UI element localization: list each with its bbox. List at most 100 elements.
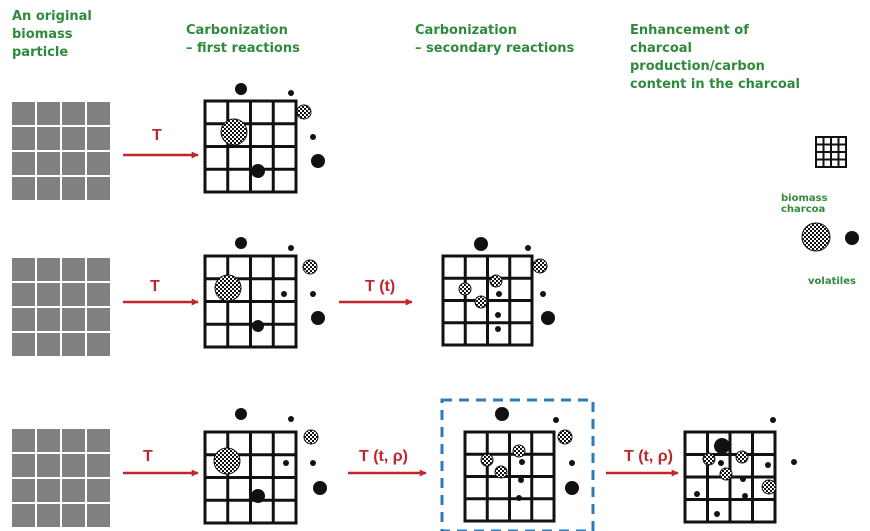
- volatile-dot: [770, 417, 776, 423]
- volatile-dot: [496, 291, 502, 297]
- volatile-checkered: [296, 104, 312, 120]
- volatile-dot: [541, 311, 555, 325]
- volatile-dot: [281, 291, 287, 297]
- header-enhancement: Enhancement of charcoal production/carbo…: [630, 23, 800, 92]
- legend-volatiles-label: volatiles: [808, 276, 856, 287]
- volatile-dot: [288, 416, 294, 422]
- volatile-dot: [474, 237, 488, 251]
- biomass-row1-cell: [37, 177, 60, 200]
- biomass-row1-cell: [12, 152, 35, 175]
- volatile-checkered: [761, 479, 777, 495]
- volatile-checkered: [213, 447, 241, 475]
- biomass-row1-cell: [62, 152, 85, 175]
- volatile-checkered: [557, 429, 573, 445]
- biomass-row2-cell: [37, 308, 60, 331]
- row2-a-label: T: [150, 278, 160, 295]
- volatile-dot: [288, 90, 294, 96]
- volatile-dot: [714, 438, 730, 454]
- volatile-dot: [718, 460, 724, 466]
- volatile-dot: [516, 495, 522, 501]
- volatile-checkered: [702, 452, 716, 466]
- volatile-dot: [714, 511, 720, 517]
- row1-a-label: T: [152, 127, 162, 144]
- volatile-dot: [740, 476, 746, 482]
- volatile-dot: [495, 326, 501, 332]
- row3-b-label: T (t, ρ): [359, 448, 408, 465]
- row2-b-label: T (t): [365, 278, 395, 295]
- biomass-row2-cell: [12, 283, 35, 306]
- biomass-row3-cell: [12, 454, 35, 477]
- biomass-row3-cell: [37, 429, 60, 452]
- volatile-checkered: [474, 295, 488, 309]
- header-first-reactions: Carbonization – first reactions: [186, 23, 300, 56]
- biomass-row3-cell: [87, 504, 110, 527]
- header-secondary-reactions: Carbonization – secondary reactions: [415, 23, 575, 56]
- volatile-dot: [251, 489, 265, 503]
- volatile-dot: [565, 481, 579, 495]
- volatile-dot: [310, 291, 316, 297]
- header-original-particle: An original biomass particle: [12, 9, 92, 60]
- volatile-checkered: [512, 444, 526, 458]
- biomass-row1-cell: [62, 177, 85, 200]
- volatile-dot: [525, 245, 531, 251]
- volatile-dot: [694, 491, 700, 497]
- volatile-dot: [845, 231, 859, 245]
- volatile-dot: [313, 481, 327, 495]
- biomass-row2-cell: [62, 308, 85, 331]
- volatile-dot: [235, 237, 247, 249]
- biomass-row2-cell: [12, 258, 35, 281]
- biomass-row2-cell: [87, 333, 110, 356]
- volatile-checkered: [532, 258, 548, 274]
- volatile-dot: [540, 291, 546, 297]
- volatile-dot: [252, 320, 264, 332]
- biomass-row3-cell: [62, 479, 85, 502]
- biomass-row1-cell: [12, 177, 35, 200]
- biomass-row3-cell: [62, 454, 85, 477]
- biomass-row1-cell: [87, 152, 110, 175]
- volatile-dot: [569, 460, 575, 466]
- biomass-row3-cell: [62, 429, 85, 452]
- biomass-row2-cell: [62, 258, 85, 281]
- biomass-row3-cell: [87, 429, 110, 452]
- volatile-dot: [311, 154, 325, 168]
- biomass-row1-cell: [62, 127, 85, 150]
- volatile-checkered: [220, 118, 248, 146]
- highlight-dashed-box: [440, 398, 595, 531]
- legend-charcoal-label: biomass charcoa: [781, 193, 828, 215]
- volatile-dot: [251, 164, 265, 178]
- biomass-row1-cell: [87, 177, 110, 200]
- volatile-dot: [518, 477, 524, 483]
- volatile-dot: [283, 460, 289, 466]
- volatile-dot: [495, 312, 501, 318]
- volatile-dot: [235, 83, 247, 95]
- volatile-dot: [519, 459, 525, 465]
- volatile-checkered: [801, 222, 831, 252]
- biomass-row3-cell: [12, 479, 35, 502]
- row3-c-label: T (t, ρ): [624, 448, 673, 465]
- biomass-row1-cell: [37, 127, 60, 150]
- biomass-row3-cell: [12, 504, 35, 527]
- biomass-row1-cell: [37, 152, 60, 175]
- biomass-row2-cell: [12, 308, 35, 331]
- biomass-row2-cell: [87, 258, 110, 281]
- biomass-row2-cell: [37, 333, 60, 356]
- biomass-row1-cell: [87, 102, 110, 125]
- volatile-dot: [288, 245, 294, 251]
- biomass-row3-cell: [62, 504, 85, 527]
- biomass-row2-cell: [87, 308, 110, 331]
- volatile-dot: [235, 408, 247, 420]
- biomass-row1-cell: [12, 102, 35, 125]
- volatile-checkered: [489, 274, 503, 288]
- volatile-checkered: [494, 465, 508, 479]
- volatile-dot: [553, 417, 559, 423]
- biomass-row1-cell: [87, 127, 110, 150]
- biomass-row2-cell: [37, 258, 60, 281]
- biomass-row3-cell: [87, 454, 110, 477]
- biomass-row3-cell: [37, 504, 60, 527]
- biomass-row2-cell: [87, 283, 110, 306]
- volatile-dot: [791, 459, 797, 465]
- volatile-checkered: [480, 453, 494, 467]
- volatile-dot: [765, 462, 771, 468]
- biomass-row2-cell: [37, 283, 60, 306]
